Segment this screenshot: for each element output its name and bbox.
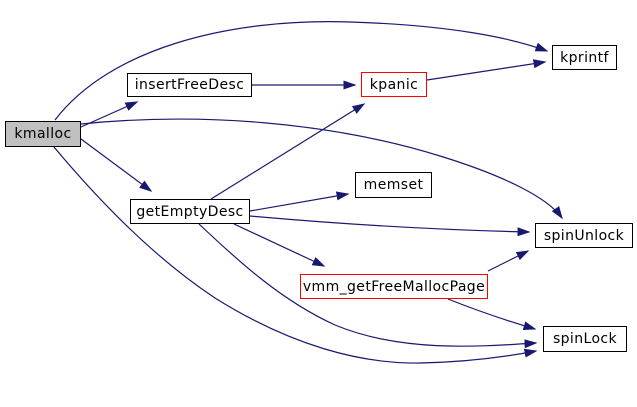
node-kprintf[interactable]: kprintf (552, 45, 617, 70)
edge-kmalloc-to-getEmptyDesc (80, 138, 153, 192)
edge-kpanic-to-kprintf (426, 59, 547, 81)
edge-kmalloc-to-kprintf (54, 21, 549, 121)
node-spinUnlock[interactable]: spinUnlock (535, 223, 633, 248)
edge-kmalloc-to-spinUnlock (80, 118, 563, 220)
edge-getEmptyDesc-to-kpanic (210, 103, 366, 200)
node-spinLock[interactable]: spinLock (543, 326, 627, 352)
edge-getEmptyDesc-to-vmm_getFreeMallocPage (233, 223, 326, 267)
edge-getEmptyDesc-to-spinUnlock (249, 215, 531, 237)
edge-kmalloc-to-spinLock (53, 146, 538, 364)
node-insertFreeDesc[interactable]: insertFreeDesc (127, 73, 252, 97)
edge-vmm_getFreeMallocPage-to-spinLock (447, 298, 537, 331)
node-vmm_getFreeMallocPage[interactable]: vmm_getFreeMallocPage (300, 274, 488, 299)
edge-vmm_getFreeMallocPage-to-spinUnlock (487, 250, 530, 272)
node-kpanic[interactable]: kpanic (361, 72, 427, 97)
node-memset[interactable]: memset (355, 172, 432, 198)
edge-getEmptyDesc-to-spinLock (198, 223, 538, 349)
edge-getEmptyDesc-to-memset (249, 191, 350, 212)
node-getEmptyDesc[interactable]: getEmptyDesc (130, 199, 250, 224)
node-kmalloc[interactable]: kmalloc (5, 121, 81, 147)
